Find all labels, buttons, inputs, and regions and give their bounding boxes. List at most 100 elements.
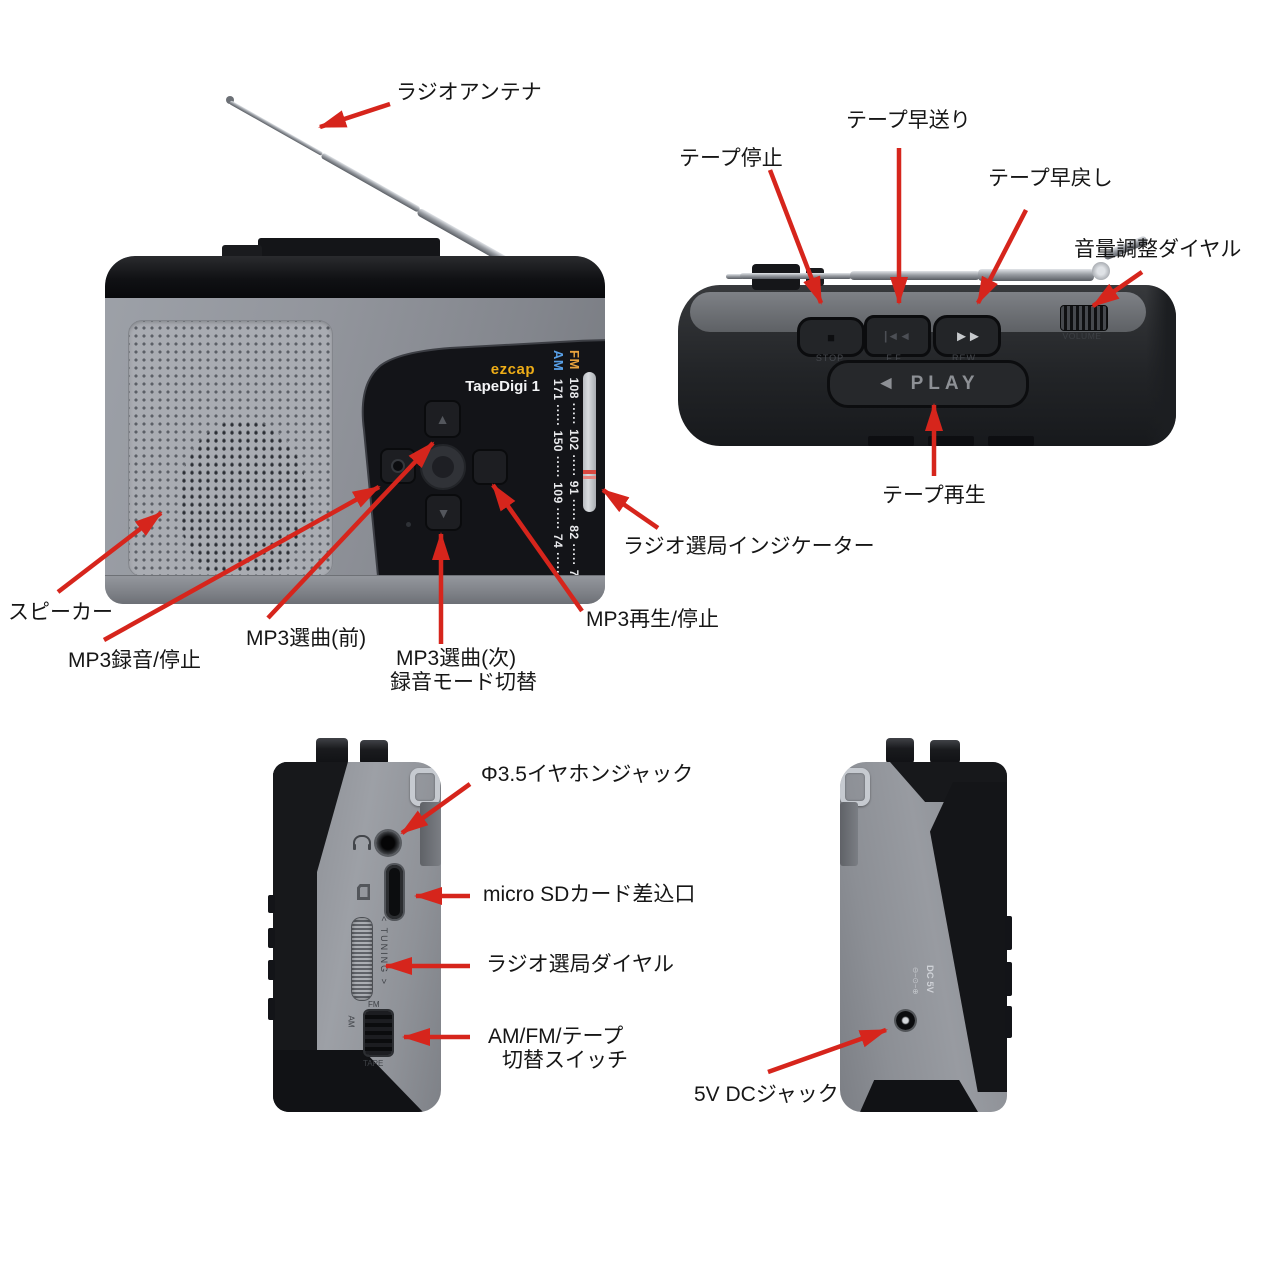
label-mp3-next-line1: MP3選曲(次) (396, 647, 517, 670)
label-mp3-next: MP3選曲(次) 録音モード切替 (390, 647, 537, 695)
model-name: TapeDigi 1 (465, 378, 540, 395)
top-antenna-seg-c (978, 269, 1094, 281)
fm-switch-text: FM (368, 1000, 380, 1009)
label-mp3-play: MP3再生/停止 (586, 608, 720, 631)
rew-text: REW (952, 353, 976, 363)
ls-knob-1 (316, 738, 348, 765)
play-button: ◄ PLAY (827, 360, 1029, 408)
rs-black-bottom (860, 1080, 978, 1112)
brand-logo: ezcap (490, 361, 535, 378)
front-bottom-strip (105, 575, 605, 604)
front-top-cap (105, 256, 605, 298)
rew-button: ►► (933, 315, 1001, 357)
tuning-indicator-marker (583, 470, 596, 474)
antenna-segment-mid (320, 152, 421, 213)
dc-jack-hole (896, 1011, 915, 1030)
tape-switch-text: TAPE (363, 1059, 384, 1068)
label-mp3-prev: MP3選曲(前) (246, 627, 367, 650)
tuning-indicator-track (583, 372, 596, 512)
top-device-body: ■ |◄◄ ►► STOP F.F REW ◄ PLAY VOLUME (678, 285, 1176, 446)
fm-scale-line: FM 108 ····· 102 ····· 91 ····· 82 ·····… (567, 350, 582, 604)
strap-hook (410, 768, 440, 806)
rew-glyph-icon: ►► (954, 327, 982, 345)
ls-door-tab (420, 802, 441, 866)
stop-button: ■ (797, 317, 865, 357)
mp3-next-button: ▼ (425, 494, 462, 531)
up-arrow-glyph: ▲ (435, 411, 450, 427)
dc-5v-text: DC 5V (924, 965, 935, 993)
ls-black-bottom (273, 1050, 423, 1112)
tuning-text: < TUNING > (379, 916, 389, 986)
band-switch-knob (365, 1011, 392, 1055)
top-antenna-seg-a (740, 273, 852, 279)
play-text: ◄ PLAY (876, 373, 980, 394)
label-dc-jack: 5V DCジャック (694, 1083, 839, 1106)
rs-edge-tab (1005, 962, 1012, 996)
ff-glyph-icon: |◄◄ (883, 329, 912, 343)
stop-text: STOP (815, 353, 845, 363)
ls-edge-tab (268, 895, 275, 913)
center-pad (420, 444, 466, 490)
label-radio-antenna: ラジオアンテナ (396, 81, 542, 104)
control-panel (361, 339, 605, 577)
ff-button: |◄◄ (864, 315, 931, 357)
ls-edge-tab (268, 998, 275, 1020)
right-side-view: DC 5V ⊖−⊙−⊕ (820, 720, 1040, 1140)
fm-band-label: FM (567, 350, 582, 370)
am-band-label: AM (551, 350, 566, 372)
down-arrow-glyph: ▼ (436, 504, 451, 521)
top-antenna-seg-b (850, 271, 980, 280)
label-band-switch: AM/FM/テープ 切替スイッチ (488, 1025, 628, 1073)
am-switch-text: AM (346, 1015, 356, 1028)
antenna-segment-thin (229, 100, 324, 156)
earphone-jack-hole (376, 831, 400, 855)
mp3-play-button (472, 449, 508, 485)
strap-hook (840, 768, 870, 806)
ls-edge-tab (268, 960, 275, 980)
polarity-icon: ⊖−⊙−⊕ (911, 967, 920, 995)
top-right-endcap (1146, 285, 1176, 446)
top-antenna-cap (726, 274, 744, 279)
rs-knob-2 (930, 740, 960, 764)
mic-hole (406, 522, 411, 527)
mp3-prev-button: ▲ (424, 400, 461, 438)
mp3-record-button (380, 448, 416, 484)
ls-black-wedge (273, 762, 348, 892)
cassette-door-edge (258, 238, 440, 260)
left-side-view: < TUNING > FM AM TAPE (250, 720, 510, 1140)
center-pad-inner (432, 456, 454, 478)
sd-card-icon (357, 884, 370, 900)
rs-door-tab (840, 802, 858, 866)
rs-black-column (930, 782, 1007, 1092)
volume-text: VOLUME (1062, 331, 1102, 341)
front-device-body: ezcap TapeDigi 1 FM 108 ····· 102 ····· … (105, 256, 605, 604)
label-mp3-record: MP3録音/停止 (68, 649, 202, 672)
ls-device-body: < TUNING > FM AM TAPE (273, 762, 441, 1112)
volume-wheel (1060, 305, 1108, 331)
label-sd-slot: micro SDカード差込口 (483, 883, 696, 906)
antenna-tip-ball (226, 96, 234, 104)
bottom-foot (928, 436, 974, 446)
am-scale-numbers: 171 ····· 150 ····· 109 ····· 74 ····· 5… (551, 378, 565, 593)
am-scale-line: AM 171 ····· 150 ····· 109 ····· 74 ····… (551, 350, 566, 604)
headphone-icon (353, 835, 371, 850)
front-view: ezcap TapeDigi 1 FM 108 ····· 102 ····· … (0, 0, 660, 660)
label-tape-play: テープ再生 (882, 484, 986, 507)
rs-edge-tab (1005, 1006, 1012, 1038)
stop-glyph-icon: ■ (827, 329, 835, 345)
label-band-switch-line1: AM/FM/テープ (488, 1025, 624, 1048)
record-dot-icon (393, 461, 403, 471)
rs-device-body: DC 5V ⊖−⊙−⊕ (840, 762, 1007, 1112)
label-volume-dial: 音量調整ダイヤル (1074, 238, 1242, 261)
label-speaker: スピーカー (8, 601, 113, 624)
ls-edge-tab (268, 928, 275, 948)
rs-edge-tab (1005, 916, 1012, 950)
label-tuning-indicator: ラジオ選局インジケーター (623, 535, 875, 558)
sd-card-slot (386, 865, 403, 919)
tuning-indicator-marker-2 (583, 476, 596, 479)
label-mp3-next-line2: 録音モード切替 (390, 671, 537, 694)
label-tuning-dial: ラジオ選局ダイヤル (486, 953, 674, 976)
label-tape-stop: テープ停止 (679, 147, 783, 170)
top-antenna-hinge (1092, 262, 1110, 280)
rs-knob-1 (886, 738, 914, 764)
